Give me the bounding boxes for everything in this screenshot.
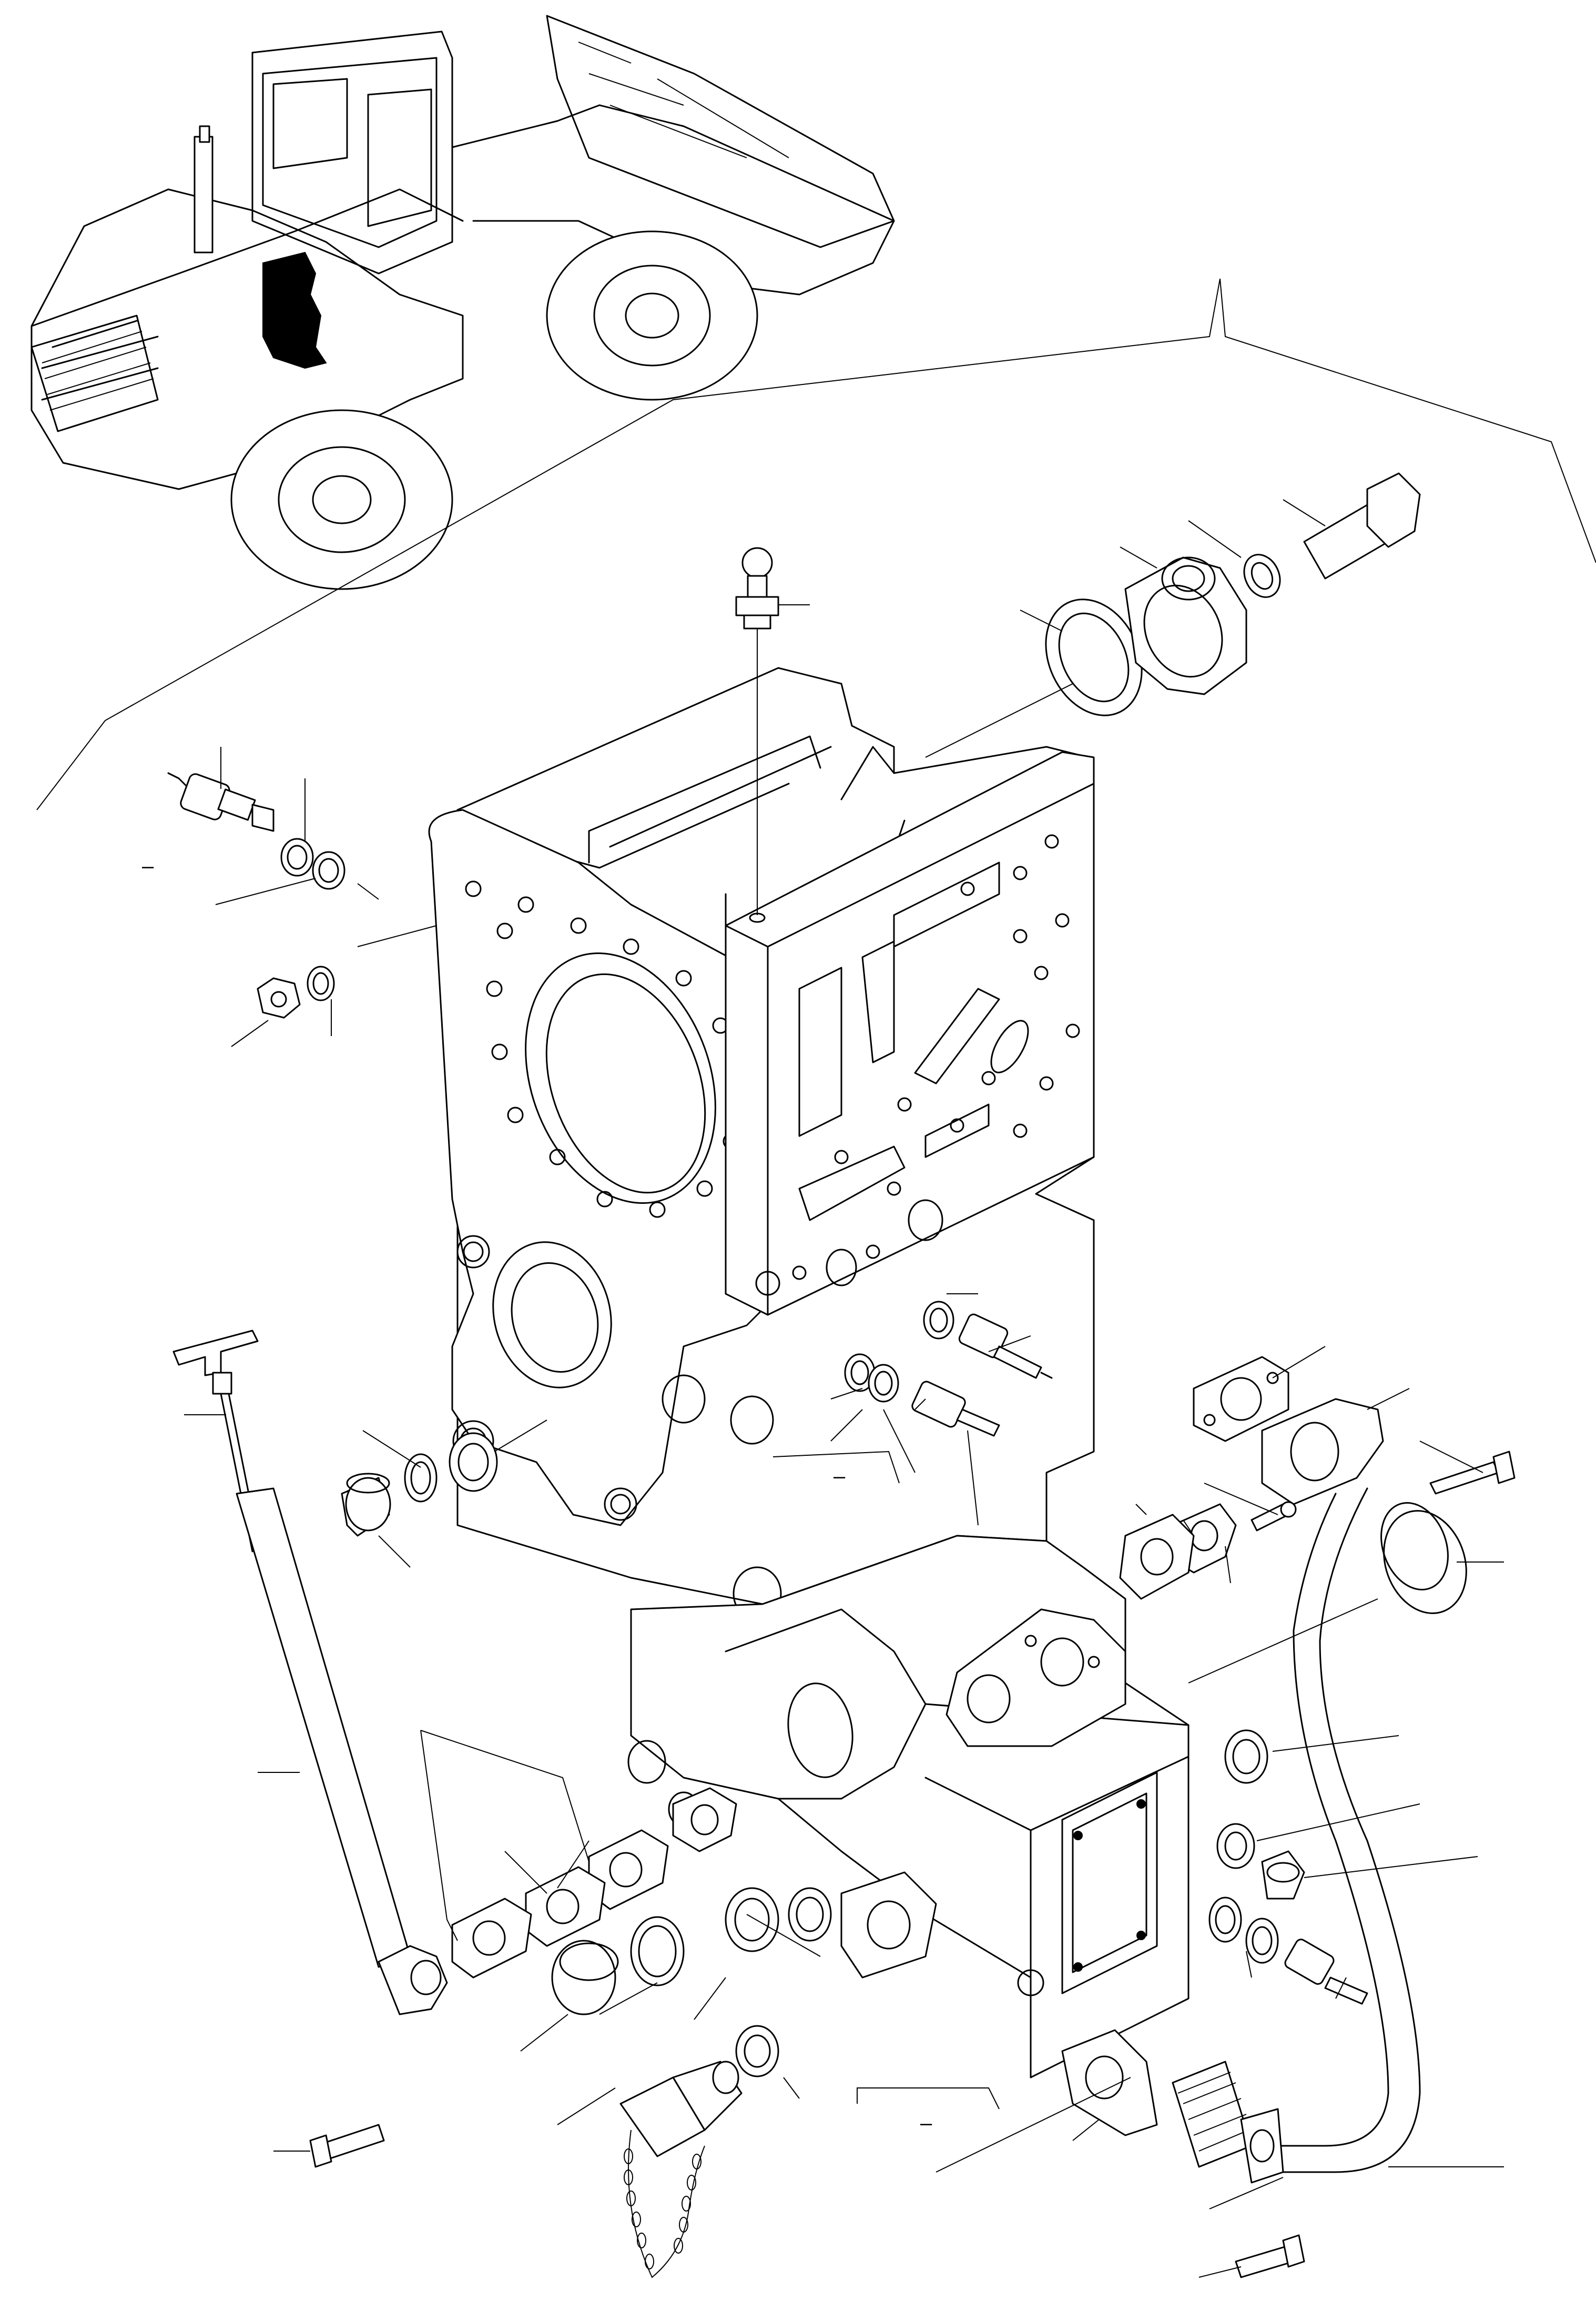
plug-small xyxy=(257,977,301,1019)
breather-fitting xyxy=(735,547,810,923)
exhaust-stack-icon xyxy=(194,136,214,253)
flange-bolt-1 xyxy=(1429,1461,1500,1495)
o-ring-small-1 xyxy=(280,838,314,877)
right-plugs-and-rings xyxy=(1208,1729,1478,2005)
bucket-icon xyxy=(546,15,895,248)
rear-wheel-icon xyxy=(230,409,453,590)
dipstick-handle xyxy=(172,1330,259,1376)
banjo-fitting xyxy=(1124,556,1247,695)
coupler-sealing-ring xyxy=(735,2025,779,2077)
braided-hose xyxy=(1172,2061,1253,2168)
pressure-switch-1 xyxy=(958,1313,1009,1358)
lower-center-bracket: – xyxy=(857,2087,1000,2135)
dash-mark-1: – xyxy=(142,855,154,878)
dipstick-assembly xyxy=(172,1330,448,2168)
dash-mark-3: – xyxy=(920,2112,932,2135)
dash-mark-2: – xyxy=(833,1465,846,1488)
suction-port xyxy=(725,1887,779,1952)
gasket-lower-3 xyxy=(525,1866,606,1947)
o-ring-plug xyxy=(307,966,335,1001)
flange-bolt-holes xyxy=(452,880,745,1521)
valve-body-face xyxy=(725,751,1095,1316)
drain-plug-large xyxy=(551,1940,616,2015)
section-divider xyxy=(36,278,1596,810)
drain-plug-ring-1 xyxy=(404,1453,438,1503)
pipe-flange xyxy=(1261,1398,1384,1505)
cooler-line-assembly xyxy=(936,1346,1516,2278)
pump-mounting-pad xyxy=(946,1608,1126,1747)
o-ring-small-2 xyxy=(312,851,345,890)
retaining-chain xyxy=(624,2130,705,2278)
temperature-sensor-assembly: – xyxy=(142,747,437,1047)
front-wheel-icon xyxy=(546,230,758,401)
flange-gasket-1 xyxy=(1193,1356,1289,1442)
lower-left-gaskets-and-plugs xyxy=(420,1730,821,2278)
temperature-sender xyxy=(1284,1939,1335,1985)
gasket-lower-1 xyxy=(672,1787,737,1852)
valve-face-holes xyxy=(792,834,1080,1280)
top-right-banjo-assembly xyxy=(925,472,1421,758)
cab-icon xyxy=(251,31,453,275)
transmission-location-marker xyxy=(262,251,327,369)
gasket-lower-4 xyxy=(451,1898,532,1979)
dipstick-tube xyxy=(236,1487,411,1968)
drain-plug-1 xyxy=(345,1477,391,1532)
flange-gasket-2 xyxy=(1061,2029,1158,2136)
pressure-sensors-center: – xyxy=(772,1293,1053,1526)
access-cover-plate xyxy=(1061,1771,1158,1994)
sealing-sleeve xyxy=(1224,1729,1268,1784)
wheel-loader-thumbnail xyxy=(31,15,895,590)
plug-right-1 xyxy=(1261,1850,1305,1900)
transmission-housing xyxy=(428,667,1190,2078)
cover-cap xyxy=(1383,1510,1467,1614)
drain-plug-assembly-upper xyxy=(341,1419,547,1568)
